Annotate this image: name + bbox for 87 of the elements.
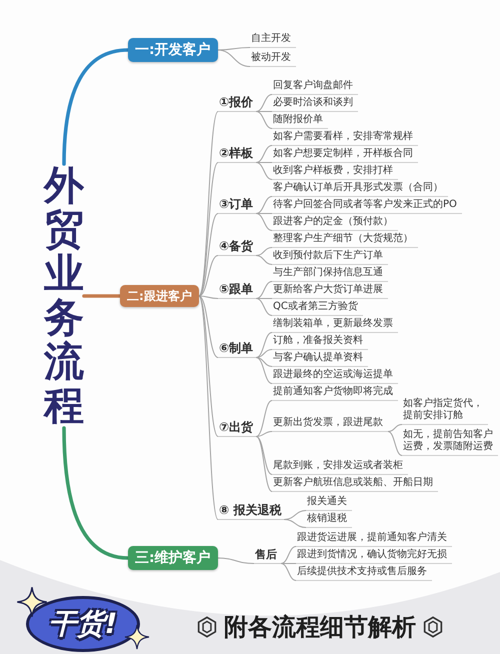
subtopic-text: 跟进货运进展，提前通知客户清关 [296,532,452,547]
branch-line [256,357,272,384]
step-label: ⑥制单 [218,341,256,358]
step-label: ①报价 [218,95,256,112]
branch-box: 二:跟进客户 [120,285,199,307]
subtopic-text: 订舱，准备报关资料 [272,335,368,350]
branch-box: 三:维护客户 [128,546,218,570]
branch-line [256,111,272,112]
subtopic-text: 整理客户生产细节（大货规范） [272,233,418,248]
subtopic-text: 被动开发 [250,52,296,67]
subtopic-text: 跟进最终的空运或海运提单 [272,369,398,384]
step-label: ⑦出货 [218,420,256,437]
subtopic-text: 与客户确认提单资料 [272,352,368,367]
subtopic-text: 待客户回签合同或者等客户发来正式的PO [272,199,462,214]
central-title: 外贸业务流程 [44,164,84,428]
branch-line [256,298,272,316]
branch-line [256,431,272,437]
branch-line [256,196,272,214]
branch-line [256,145,272,163]
branch-line [198,255,218,296]
branch-line [284,519,306,528]
step-label: ⑧ 报关退税 [218,503,284,520]
subtopic-text: 缮制装箱单，更新最终发票 [272,318,398,333]
branch-line [256,255,272,265]
branch-line [388,431,402,456]
branch-line [256,400,272,437]
step-label: ⑤跟单 [218,282,256,299]
note-text: 如无，提前告知客户运费，发票随附运费 [402,429,498,456]
branch-line [62,48,130,166]
branch-line [256,111,272,129]
branch-line [198,296,218,520]
subtopic-text: 报关通关 [306,496,352,511]
branch-line [284,510,306,520]
branch-line [62,426,130,560]
branch-line [256,349,272,358]
branch-line [256,298,272,299]
subtopic-text: 跟进客户的定金（预付款） [272,216,398,231]
branch-line [217,558,254,564]
step-label: ④备货 [218,239,256,256]
branch-line [256,332,272,358]
branch-line [256,436,272,492]
branch-line [198,296,218,437]
subtopic-text: 更新出货发票，跟进尾款 [272,417,388,432]
topic-label: 售后 [254,548,281,564]
subtopic-text: 后续提供技术支持或售后服务 [296,566,432,581]
branch-line [256,162,272,180]
subtopic-text: 收到预付款后下生产订单 [272,250,388,265]
subtopic-text: 收到客户样板费，安排打样 [272,165,398,180]
subtopic-text: 核销退税 [306,513,352,528]
branch-line [388,424,402,432]
branch-line [280,563,296,564]
step-label: ③订单 [218,197,256,214]
branch-line [256,247,272,256]
branch-line [280,563,296,581]
branch-line [256,213,272,214]
branch-line [256,357,272,367]
subtopic-text: 跟进到货情况，确认货物完好无损 [296,549,452,564]
branch-box: 一:开发客户 [128,38,218,62]
subtopic-text: 客户确认订单后开具形式发票（合同） [272,182,448,197]
branch-line [198,162,218,296]
branch-line [82,294,122,298]
branch-line [198,111,218,296]
branch-line [256,213,272,231]
subtopic-text: 如客户想要定制样，开样板合同 [272,148,418,163]
note-text: 如客户指定货代，提前安排订舱 [402,398,488,425]
section-heading: 附各流程细节解析 [224,612,416,642]
branch-line [217,50,250,67]
subtopic-text: 与生产部门保持信息互通 [272,267,388,282]
branch-line [198,296,218,358]
subtopic-text: 提前通知客户货物即将完成 [272,386,398,401]
subtopic-text: 回复客户询盘邮件 [272,80,358,95]
subtopic-text: 更新客户航班信息或装船、开船日期 [272,477,438,492]
branch-line [198,213,218,296]
branch-line [256,162,272,163]
subtopic-text: 如客户需要看样，安排寄常规样 [272,131,418,146]
step-label: ②样板 [218,146,256,163]
branch-line [256,94,272,112]
subtopic-text: 尾款到账，安排发运或者装柜 [272,460,408,475]
branch-line [198,296,218,299]
subtopic-text: 更新给客户大货订单进展 [272,284,388,299]
branch-line [256,436,272,475]
branch-line [280,546,296,564]
subtopic-text: 必要时洽谈和谈判 [272,97,358,112]
subtopic-text: 随附报价单 [272,114,328,129]
branch-line [256,281,272,299]
subtopic-text: QC或者第三方验货 [272,301,363,316]
subtopic-text: 自主开发 [250,33,296,48]
